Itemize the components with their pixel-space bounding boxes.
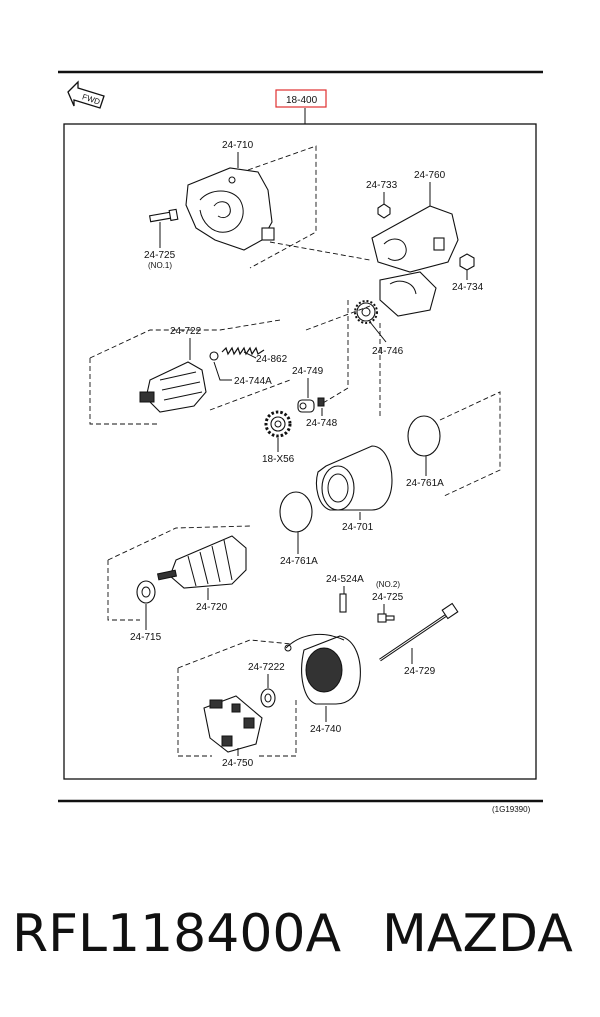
group-code: 18-400 — [286, 95, 318, 106]
part-24-748-pin — [317, 397, 325, 407]
part-24-761a-oring-top — [407, 415, 441, 457]
label-24-749: 24-749 — [292, 366, 324, 377]
label-24-720: 24-720 — [196, 602, 228, 613]
brand-name: MAZDA — [382, 904, 573, 964]
diagram-frame — [63, 123, 537, 780]
label-24-760: 24-760 — [414, 170, 446, 181]
label-24-733: 24-733 — [366, 180, 398, 191]
figure-code: (1G19390) — [492, 805, 531, 814]
part-24-722-clutch — [139, 361, 207, 413]
part-24-710-bracket — [185, 167, 275, 251]
part-24-720-armature — [156, 535, 247, 589]
label-24-761a-top: 24-761A — [406, 478, 444, 489]
label-24-524a: 24-524A — [326, 574, 364, 585]
label-24-750: 24-750 — [222, 758, 254, 769]
part-number: RFL118400A — [12, 904, 342, 964]
label-24-722: 24-722 — [170, 326, 202, 337]
part-24-740-rear-cover — [284, 634, 361, 705]
label-24-761a-bottom: 24-761A — [280, 556, 318, 567]
footer: RFL118400A MAZDA — [0, 880, 600, 1000]
part-24-729-through-bolt — [379, 602, 459, 662]
part-24-524a-screw — [339, 593, 347, 613]
starter-motor-exploded-diagram: FWD 18-400 (1G19390) 24-710 24-725 (NO.1… — [58, 70, 543, 814]
part-24-744a-ball — [209, 351, 219, 361]
label-24-725-no1-note: (NO.1) — [148, 261, 172, 270]
label-24-715: 24-715 — [130, 632, 162, 643]
part-24-746-gear — [354, 300, 378, 324]
label-24-7222: 24-7222 — [248, 662, 285, 673]
label-24-862: 24-862 — [256, 354, 288, 365]
fwd-arrow-icon: FWD — [67, 80, 105, 109]
part-24-733-nut — [377, 203, 391, 219]
part-24-734-nut — [459, 253, 475, 271]
part-24-725-bolt-no1 — [148, 208, 179, 223]
label-24-748: 24-748 — [306, 418, 338, 429]
label-24-725-no1: 24-725 — [144, 250, 176, 261]
part-24-760-solenoid — [371, 205, 459, 317]
label-24-744a: 24-744A — [234, 376, 272, 387]
part-24-750-brush-holder — [203, 695, 263, 753]
label-24-725-no2-note: (NO.2) — [376, 580, 400, 589]
part-24-725-bolt-no2 — [377, 613, 395, 623]
label-24-701: 24-701 — [342, 522, 374, 533]
label-18-x56: 18-X56 — [262, 454, 295, 465]
group-code-box — [275, 89, 327, 108]
label-24-725-no2: 24-725 — [372, 592, 404, 603]
part-24-7222-bearing — [260, 688, 276, 708]
part-24-701-yoke — [315, 445, 393, 511]
label-24-734: 24-734 — [452, 282, 484, 293]
part-18-x56-gear — [264, 410, 292, 438]
part-24-862-spring — [221, 346, 265, 356]
part-24-761a-oring-bottom — [279, 491, 313, 533]
label-24-740: 24-740 — [310, 724, 342, 735]
label-24-710: 24-710 — [222, 140, 254, 151]
label-24-746: 24-746 — [372, 346, 404, 357]
label-24-729: 24-729 — [404, 666, 436, 677]
part-24-715-bearing — [136, 580, 156, 604]
